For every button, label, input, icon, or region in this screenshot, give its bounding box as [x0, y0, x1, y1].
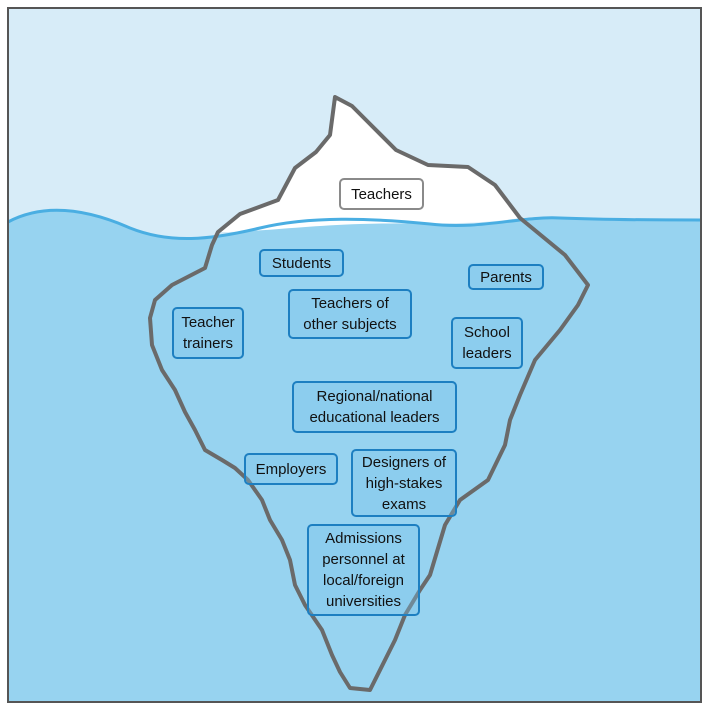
label-exam-designers: Designers of high-stakes exams	[351, 449, 457, 517]
frame	[7, 7, 702, 703]
label-employers: Employers	[244, 453, 338, 485]
label-regional-national-leaders: Regional/national educational leaders	[292, 381, 457, 433]
iceberg-tip	[218, 97, 520, 232]
label-school-leaders: School leaders	[451, 317, 523, 369]
label-parents: Parents	[468, 264, 544, 290]
water	[8, 210, 701, 702]
label-teacher-trainers: Teacher trainers	[172, 307, 244, 359]
waterline	[7, 208, 702, 240]
label-teachers: Teachers	[339, 178, 424, 210]
label-admissions-personnel: Admissions personnel at local/foreign un…	[307, 524, 420, 616]
label-students: Students	[259, 249, 344, 277]
iceberg-outline	[148, 95, 590, 692]
label-teachers-other-subjects: Teachers of other subjects	[288, 289, 412, 339]
